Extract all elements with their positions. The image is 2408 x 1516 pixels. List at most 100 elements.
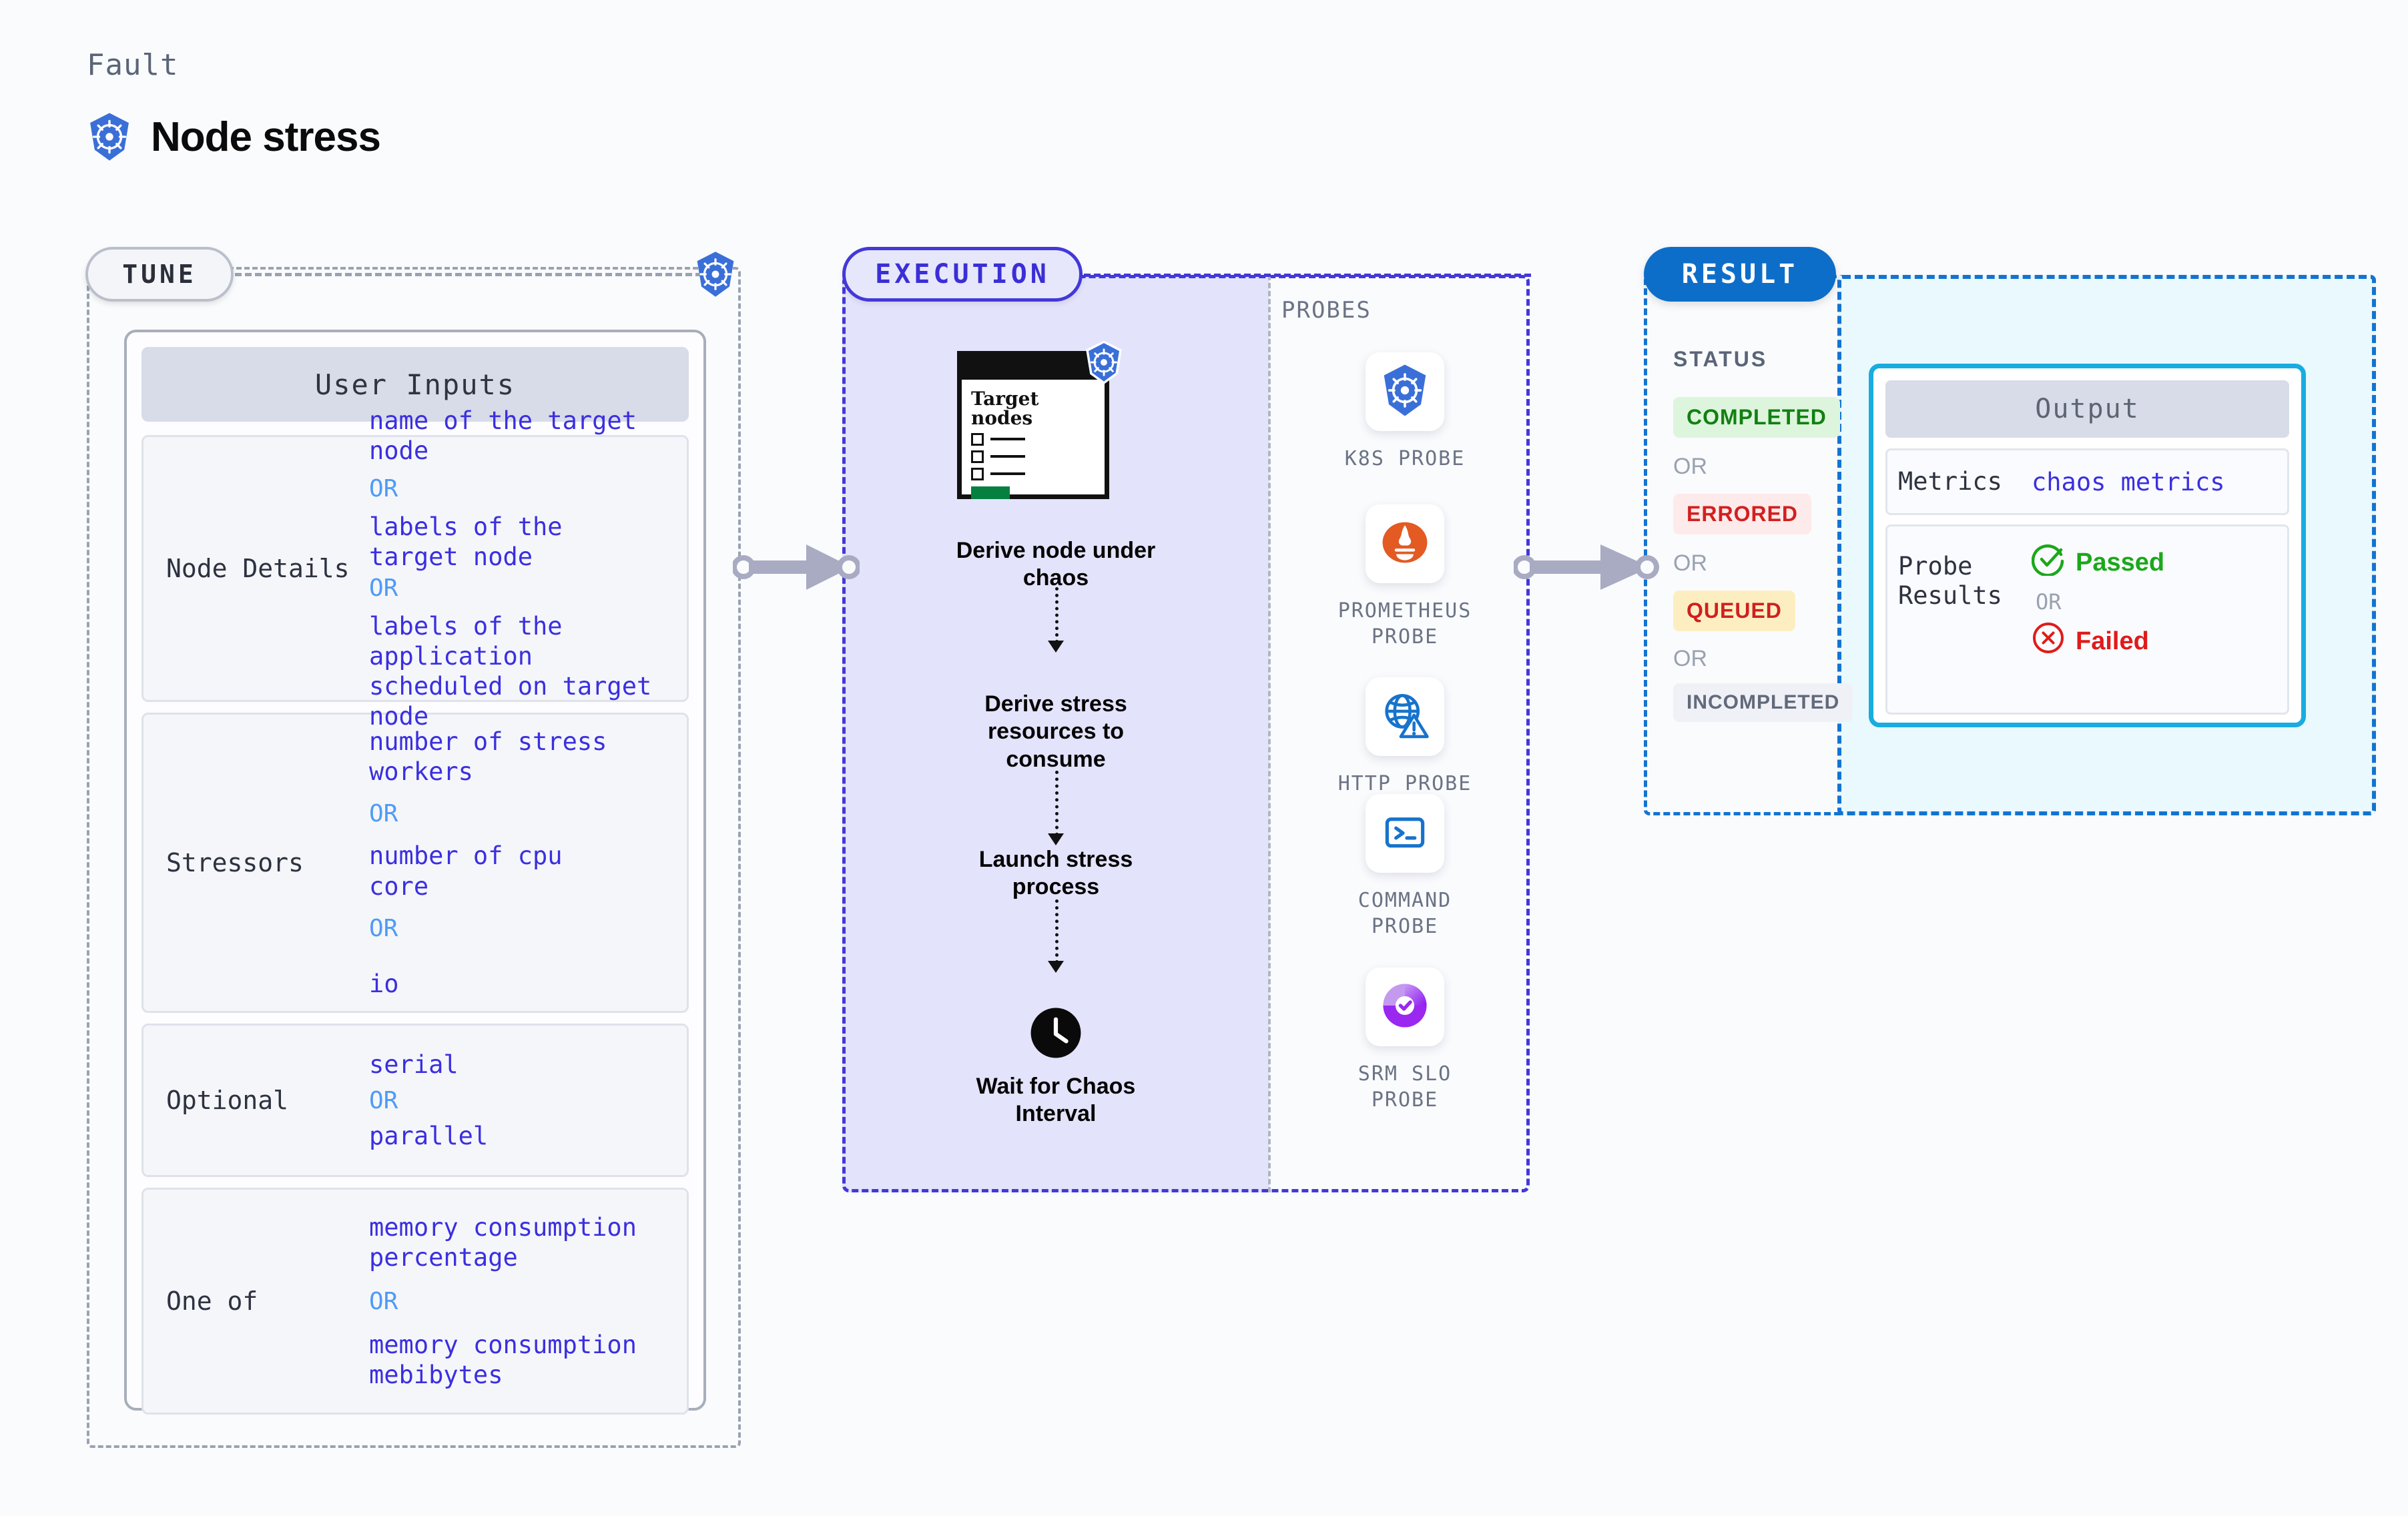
- probe-result-passed: Passed: [2031, 542, 2165, 583]
- probe-results-label: Probe Results: [1898, 552, 2002, 611]
- connector-tune-to-execution: [731, 534, 861, 604]
- input-group-values: serial OR parallel: [369, 1040, 675, 1160]
- output-row-metrics: Metrics chaos metrics: [1885, 448, 2289, 515]
- input-group-one-of: One of memory consumption percentage OR …: [141, 1188, 689, 1415]
- or-separator: OR: [1673, 646, 1707, 671]
- probe-tile: [1366, 677, 1444, 756]
- or-separator: OR: [369, 800, 398, 828]
- input-group-label: Node Details: [166, 554, 350, 583]
- target-nodes-title: Target nodes: [971, 388, 1039, 430]
- or-separator: OR: [369, 575, 398, 602]
- checkbox-icon: [971, 467, 984, 480]
- probe-command[interactable]: COMMAND PROBE: [1305, 794, 1505, 939]
- tune-panel: [87, 267, 741, 1448]
- execution-step-1: Derive node under chaos: [956, 538, 1156, 591]
- step-arrow-icon: [1048, 961, 1064, 973]
- probe-label: SRM SLO PROBE: [1358, 1062, 1452, 1112]
- input-group-label: Optional: [166, 1086, 289, 1115]
- probes-divider: [1268, 275, 1271, 1192]
- kubernetes-icon: [87, 112, 132, 161]
- output-row-probe-results: Probe Results Passed OR: [1885, 524, 2289, 715]
- tune-kubernetes-icon: [694, 251, 737, 298]
- input-value: labels of the target node: [369, 512, 563, 571]
- tune-tag: TUNE: [85, 247, 234, 302]
- input-value: memory consumption percentage: [369, 1213, 637, 1272]
- passed-label: Passed: [2076, 548, 2165, 577]
- probe-label: HTTP PROBE: [1337, 772, 1472, 795]
- input-group-values: number of stress workers OR number of cp…: [369, 727, 675, 998]
- status-badge-errored: ERRORED: [1673, 494, 1812, 534]
- execution-step-4: Wait for Chaos Interval: [976, 1074, 1136, 1127]
- input-group-values: memory consumption percentage OR memory …: [369, 1204, 675, 1398]
- or-separator: OR: [1673, 454, 1707, 479]
- probe-k8s[interactable]: K8S PROBE: [1305, 352, 1505, 472]
- failed-label: Failed: [2076, 627, 2149, 655]
- probes-label: PROBES: [1281, 297, 1372, 324]
- terminal-icon: [1380, 807, 1430, 860]
- or-separator: OR: [369, 1287, 398, 1315]
- probe-label: K8S PROBE: [1344, 447, 1466, 470]
- card-title-bar: [962, 356, 1105, 380]
- connector-execution-to-result: [1512, 534, 1661, 604]
- probe-srm-slo[interactable]: SRM SLO PROBE: [1305, 968, 1505, 1113]
- probe-tile: [1366, 968, 1444, 1046]
- or-separator: OR: [369, 914, 398, 942]
- probe-result-failed: Failed: [2032, 621, 2164, 661]
- checkbox-row: [971, 450, 1095, 463]
- status-badge-completed: COMPLETED: [1673, 397, 1840, 438]
- globe-warning-icon: [1380, 690, 1430, 744]
- line-icon: [990, 472, 1025, 476]
- step-arrow-icon: [1048, 833, 1064, 845]
- checkbox-row: [971, 467, 1095, 480]
- checkbox-icon: [971, 450, 984, 463]
- probe-http[interactable]: HTTP PROBE: [1305, 677, 1505, 797]
- check-circle-icon: [2031, 542, 2065, 583]
- input-group-stressors: Stressors number of stress workers OR nu…: [141, 713, 689, 1013]
- probe-prometheus[interactable]: PROMETHEUS PROBE: [1305, 504, 1505, 650]
- or-separator: OR: [369, 474, 398, 502]
- execution-step-3: Launch stress process: [978, 847, 1133, 900]
- input-value: serial: [369, 1050, 459, 1080]
- fault-title-row: Node stress: [87, 112, 381, 161]
- x-circle-icon: [2032, 621, 2065, 661]
- line-icon: [990, 438, 1025, 441]
- line-icon: [990, 455, 1025, 458]
- execution-step-2: Derive stress resources to consume: [984, 691, 1127, 772]
- card-body: Target nodes: [962, 380, 1105, 499]
- probe-tile: [1366, 794, 1444, 873]
- input-group-optional: Optional serial OR parallel: [141, 1024, 689, 1177]
- green-bar-icon: [971, 486, 1010, 499]
- execution-tag: EXECUTION: [842, 247, 1083, 302]
- output-card: Output Metrics chaos metrics Probe Resul…: [1869, 364, 2306, 727]
- probe-tile: [1366, 504, 1444, 583]
- input-value: name of the target node: [369, 406, 637, 465]
- step-connector: [1055, 771, 1059, 836]
- or-separator: OR: [2036, 589, 2062, 615]
- input-value: memory consumption mebibytes: [369, 1330, 637, 1389]
- fault-label: Fault: [87, 48, 179, 82]
- checkbox-row: [971, 432, 1095, 446]
- probe-tile: [1366, 352, 1444, 431]
- input-group-label: One of: [166, 1286, 258, 1316]
- checkbox-icon: [971, 432, 984, 446]
- probe-label: PROMETHEUS PROBE: [1337, 599, 1472, 649]
- input-value: labels of the application scheduled on t…: [369, 612, 652, 731]
- clock-icon: [1030, 1007, 1082, 1062]
- input-value: number of stress workers: [369, 727, 607, 787]
- user-inputs-card: User Inputs Node Details name of the tar…: [124, 330, 706, 1415]
- status-badge-queued: QUEUED: [1673, 591, 1795, 631]
- step-connector: [1055, 587, 1059, 643]
- kubernetes-icon: [1380, 364, 1430, 420]
- target-nodes-card: Target nodes: [957, 351, 1109, 499]
- input-value: parallel: [369, 1121, 489, 1150]
- step-arrow-icon: [1048, 641, 1064, 653]
- probe-label: COMMAND PROBE: [1358, 889, 1452, 938]
- tune-dashed-connector: [235, 273, 702, 276]
- or-separator: OR: [369, 1086, 398, 1114]
- metrics-value: chaos metrics: [2032, 467, 2225, 496]
- srm-slo-icon: [1380, 981, 1430, 1034]
- input-value: number of cpu core: [369, 841, 563, 901]
- step-connector: [1055, 899, 1059, 964]
- probe-results-values: Passed OR Failed: [2031, 540, 2165, 661]
- input-group-node-details: Node Details name of the target node OR …: [141, 406, 689, 731]
